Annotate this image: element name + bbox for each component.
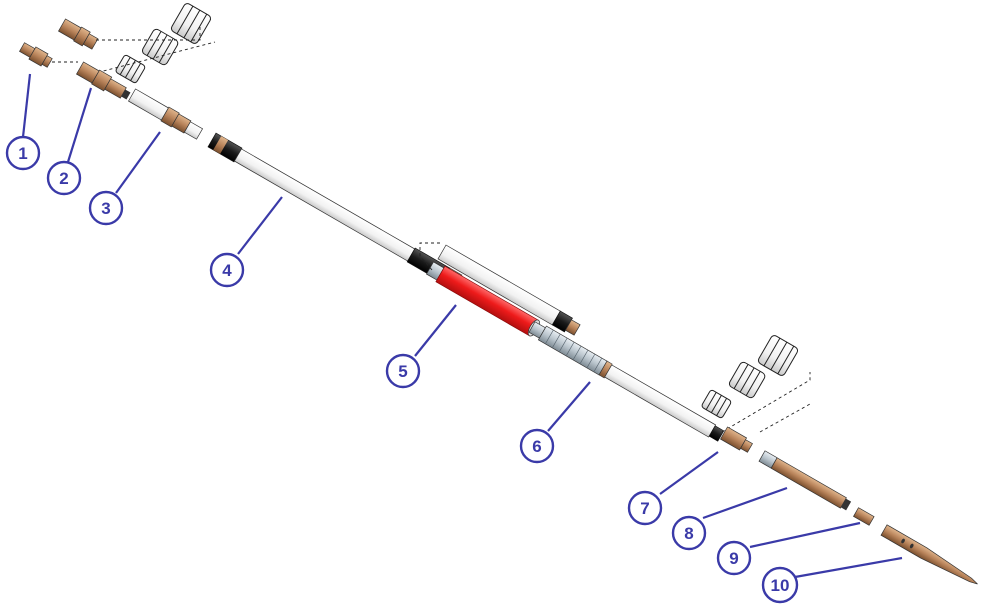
callout-3: 3 [88,190,124,226]
callout-circle [46,160,82,196]
part-3-sub [128,88,204,140]
leader-line-3 [115,131,161,194]
callout-1: 1 [5,135,41,171]
leader-line-5 [414,304,457,357]
part-7-coupling [720,426,753,453]
leader-line-7 [659,451,719,495]
leader-line-1 [21,73,32,138]
part-5-cartridge [419,242,581,337]
callout-label: 10 [771,576,790,595]
callout-circle [5,135,41,171]
callout-label: 1 [18,144,27,163]
callout-5: 5 [385,353,421,389]
leader-line-2 [66,87,93,163]
callout-circle [519,428,555,464]
leader-line-6 [547,381,591,432]
callout-circle [209,252,245,288]
callout-label: 5 [398,362,407,381]
callout-circle [716,540,752,576]
callout-label: 6 [532,437,541,456]
leader-line-8 [702,486,788,520]
part-1-sub [19,42,53,68]
callout-9: 9 [716,540,752,576]
part-10-tapered-end [880,524,978,585]
callout-label: 4 [222,261,232,280]
callout-2: 2 [46,160,82,196]
part-8-tube [758,450,852,511]
leader-lines [21,73,903,579]
callout-circle [627,490,663,526]
callout-label: 8 [684,524,693,543]
callout-circle [385,353,421,389]
lower-centralizer-group [701,335,811,433]
upper-centralizer-group [52,3,216,84]
callout-6: 6 [519,428,555,464]
leader-line-10 [794,556,903,579]
callout-label: 9 [729,549,738,568]
callout-10: 10 [761,566,799,604]
callout-4: 4 [209,252,245,288]
callout-circle [88,190,124,226]
part-4-housing [207,132,466,290]
callout-label: 3 [101,199,110,218]
part-2-connector [76,61,131,100]
part-2-top-sub [58,18,99,50]
part-9-sleeve [853,507,875,526]
callout-8: 8 [671,515,707,551]
leader-line-4 [237,196,283,255]
leader-line-9 [749,521,861,549]
callout-circle [671,515,707,551]
callout-label: 7 [640,499,649,518]
callout-7: 7 [627,490,663,526]
callout-label: 2 [59,169,68,188]
part-6-screen-housing [528,321,725,442]
callout-circle [761,566,799,604]
